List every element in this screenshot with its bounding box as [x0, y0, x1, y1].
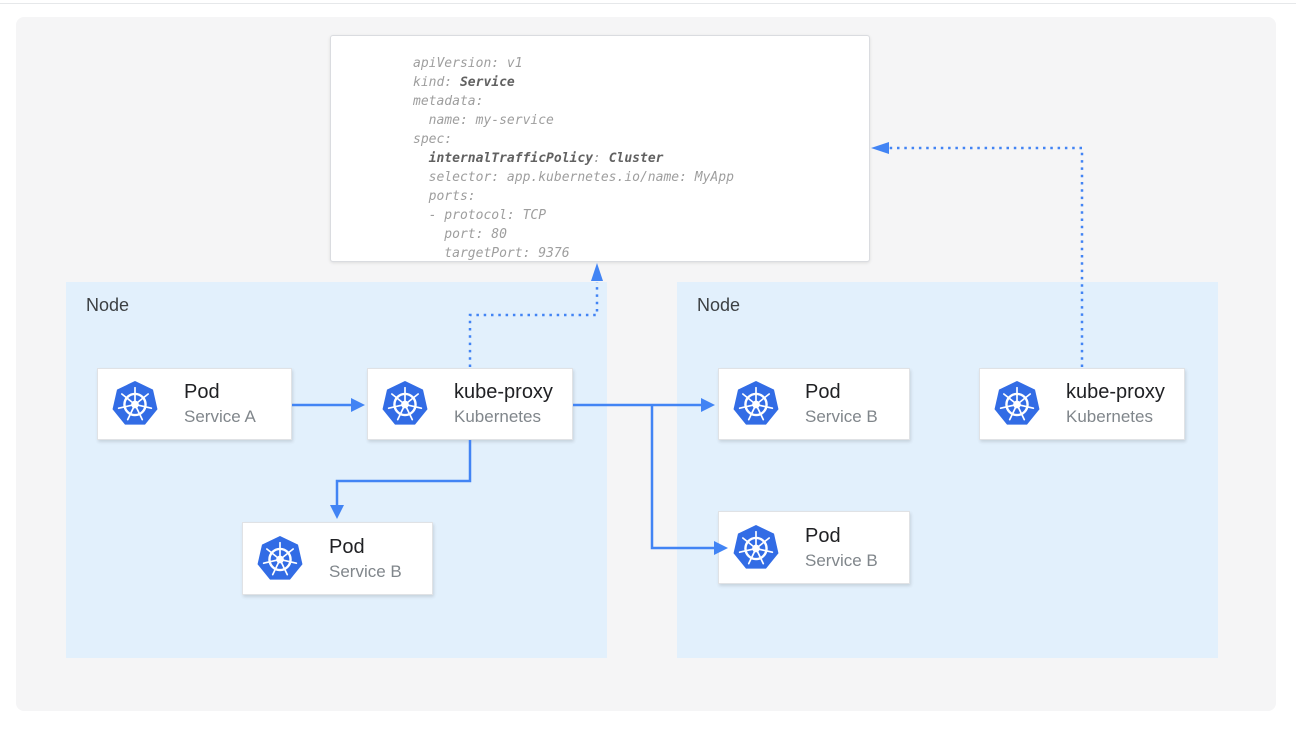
- card-subtitle: Service B: [329, 560, 402, 583]
- card-kube-proxy-right: kube-proxy Kubernetes: [979, 368, 1185, 440]
- yaml-line: apiVersion: v1: [413, 54, 869, 73]
- card-pod-service-a: Pod Service A: [97, 368, 292, 440]
- card-title: Pod: [184, 380, 256, 405]
- node-right: Node: [677, 282, 1218, 658]
- card-title: Pod: [805, 524, 878, 549]
- card-pod-service-b-right-bottom: Pod Service B: [718, 511, 910, 584]
- card-subtitle: Kubernetes: [454, 405, 553, 428]
- card-pod-service-b-right-top: Pod Service B: [718, 368, 910, 440]
- yaml-line: selector: app.kubernetes.io/name: MyApp: [413, 168, 869, 187]
- yaml-line: targetPort: 9376: [413, 244, 869, 263]
- card-title: Pod: [329, 535, 402, 560]
- yaml-line: kind: Service: [413, 73, 869, 92]
- card-title: kube-proxy: [1066, 380, 1165, 405]
- kubernetes-logo-icon: [111, 380, 159, 428]
- card-kube-proxy-left: kube-proxy Kubernetes: [367, 368, 573, 440]
- yaml-line: spec:: [413, 130, 869, 149]
- kubernetes-logo-icon: [256, 535, 304, 583]
- kubernetes-logo-icon: [732, 380, 780, 428]
- node-left-label: Node: [86, 295, 129, 316]
- yaml-line: metadata:: [413, 92, 869, 111]
- card-subtitle: Kubernetes: [1066, 405, 1165, 428]
- kubernetes-logo-icon: [993, 380, 1041, 428]
- card-subtitle: Service A: [184, 405, 256, 428]
- card-pod-service-b-left: Pod Service B: [242, 522, 433, 595]
- service-yaml-code: apiVersion: v1kind: Servicemetadata: nam…: [331, 36, 869, 263]
- kubernetes-logo-icon: [381, 380, 429, 428]
- yaml-line: internalTrafficPolicy: Cluster: [413, 149, 869, 168]
- card-title: Pod: [805, 380, 878, 405]
- node-right-label: Node: [697, 295, 740, 316]
- yaml-line: - protocol: TCP: [413, 206, 869, 225]
- yaml-line: port: 80: [413, 225, 869, 244]
- yaml-line: name: my-service: [413, 111, 869, 130]
- card-subtitle: Service B: [805, 405, 878, 428]
- yaml-line: ports:: [413, 187, 869, 206]
- card-title: kube-proxy: [454, 380, 553, 405]
- service-yaml-card: apiVersion: v1kind: Servicemetadata: nam…: [330, 35, 870, 262]
- page-top-divider: [0, 3, 1296, 4]
- kubernetes-logo-icon: [732, 524, 780, 572]
- card-subtitle: Service B: [805, 549, 878, 572]
- node-left: Node: [66, 282, 607, 658]
